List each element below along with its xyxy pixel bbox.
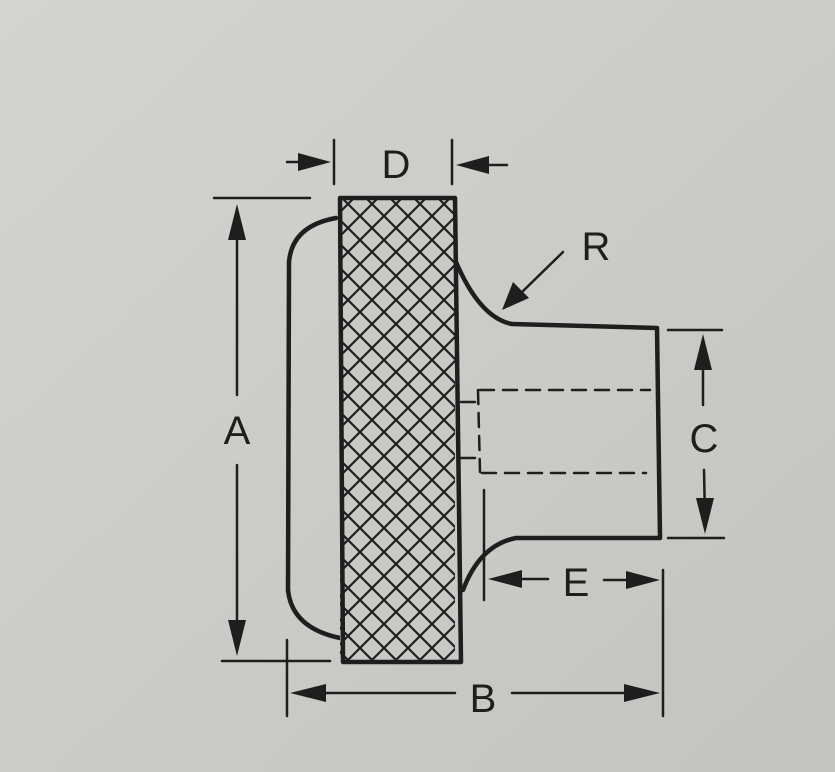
dimension-b-arrow-right	[624, 684, 660, 702]
dimension-b: B	[285, 568, 665, 721]
dimension-d: D	[285, 138, 509, 187]
radius-r-label: R	[582, 225, 611, 269]
dimension-b-arrow-left	[290, 684, 326, 702]
dimension-e-arrow-right	[626, 571, 660, 589]
knob-dome-outline	[285, 215, 343, 641]
dimension-d-label: D	[382, 143, 411, 187]
radius-r-callout: R	[502, 225, 610, 310]
dimension-c-arrow-down	[696, 498, 714, 534]
dimension-c-arrow-up	[694, 334, 712, 370]
hub-outline	[453, 259, 663, 593]
dimension-e: E	[482, 488, 660, 605]
dimension-c-label: C	[690, 417, 719, 461]
knurled-band-outline	[337, 195, 464, 665]
dimension-c: C	[666, 328, 726, 540]
dimension-b-label: B	[470, 677, 497, 721]
dimension-a-arrow-up	[228, 204, 246, 240]
knurl-pattern	[340, 198, 455, 662]
dimension-a: A	[212, 196, 332, 663]
dimension-e-arrow-left	[488, 570, 522, 588]
hidden-hole-end	[476, 388, 482, 474]
dimension-a-arrow-down	[228, 620, 246, 656]
dimension-d-arrow-right	[298, 153, 331, 171]
dimension-d-arrow-left	[456, 156, 489, 174]
radius-r-leader	[518, 250, 565, 296]
dimension-a-label: A	[224, 409, 251, 453]
dimension-e-label: E	[563, 561, 590, 605]
radius-r-arrow	[502, 282, 529, 310]
